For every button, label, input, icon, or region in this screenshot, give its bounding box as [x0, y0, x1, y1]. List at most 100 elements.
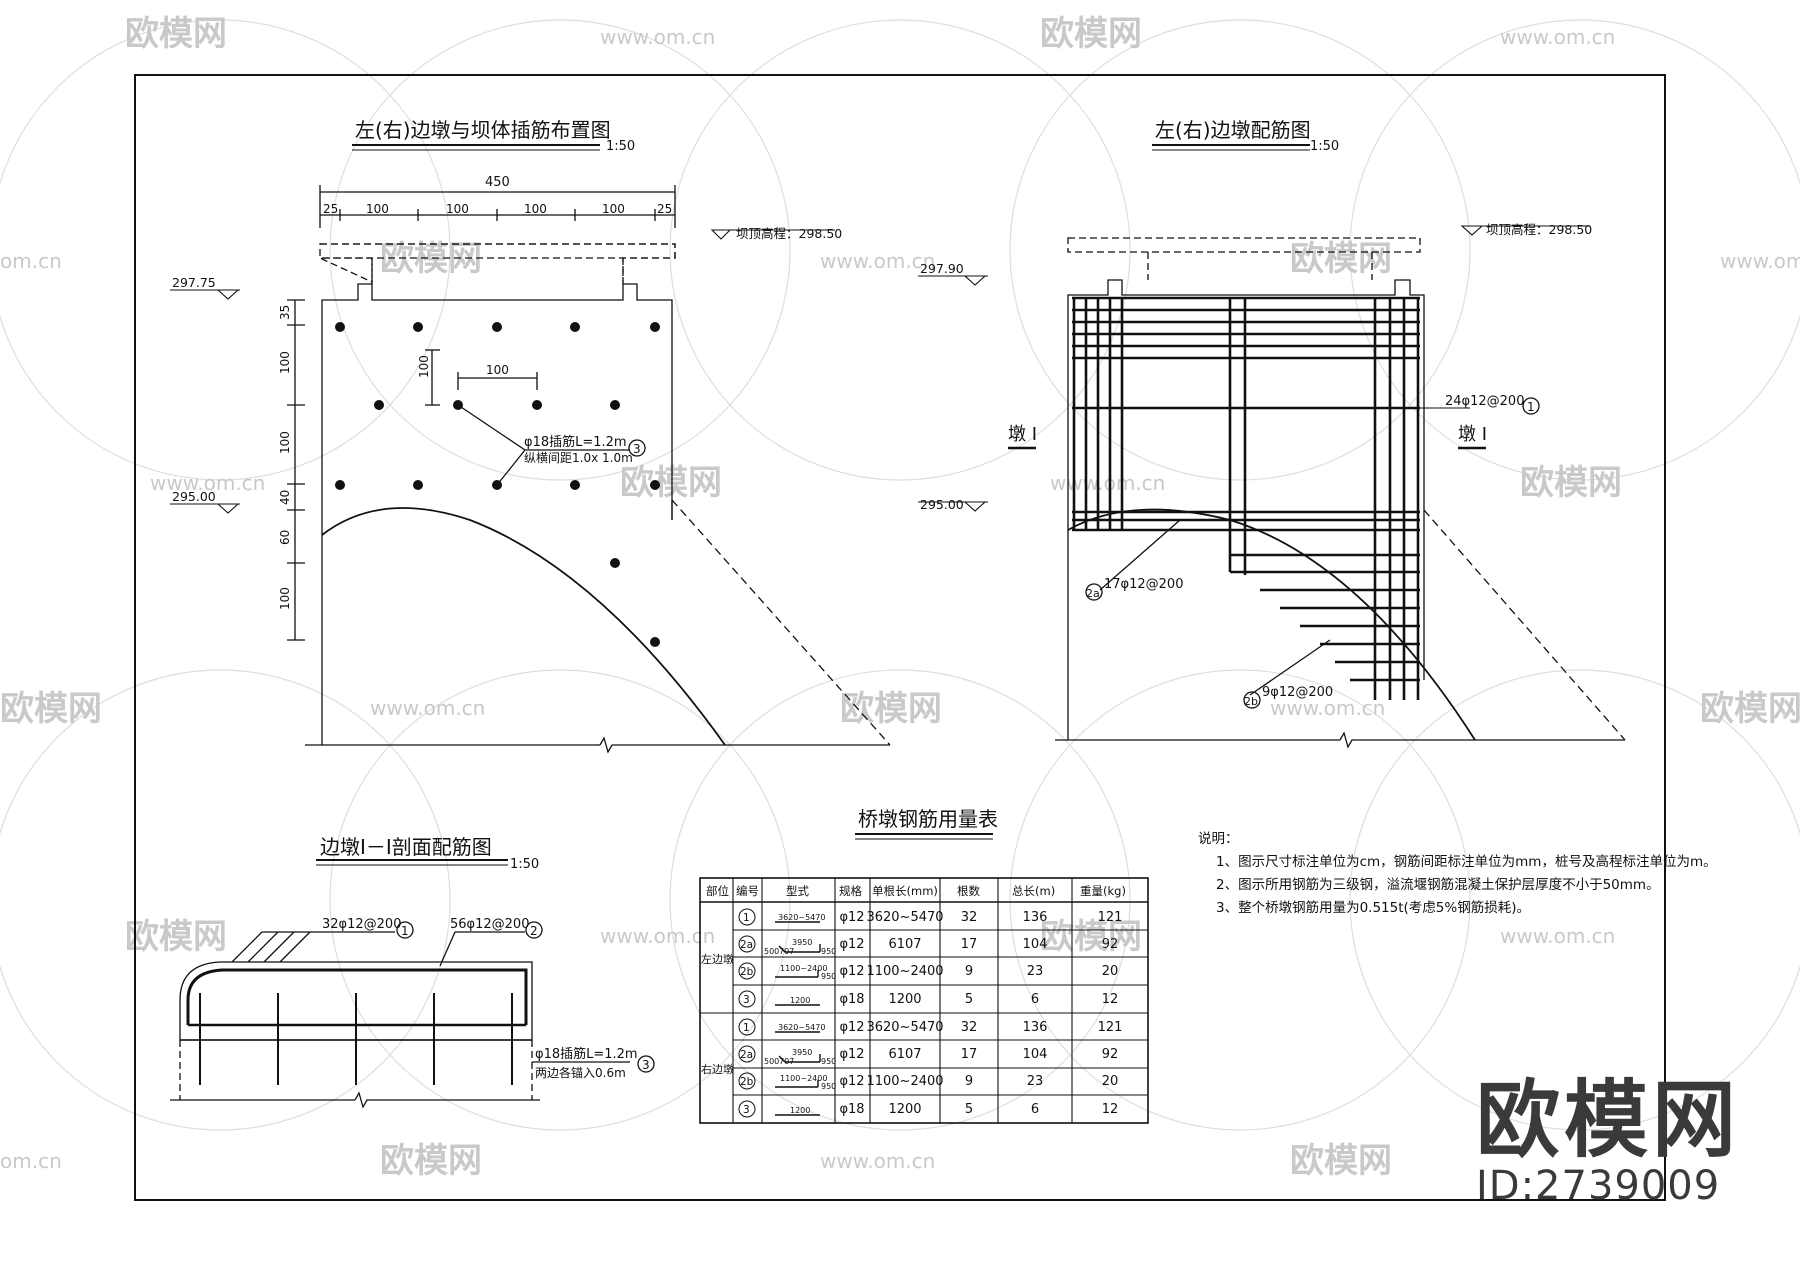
elevation-dam-top-1: 坝顶高程：298.50 — [736, 226, 842, 241]
design-notes: 说明： 1、图示尺寸标注单位为cm，钢筋间距标注单位为mm，桩号及高程标注单位为… — [1198, 828, 1717, 920]
fig3-rebar1: 32φ12@200 — [322, 917, 401, 932]
cell-spec-l1: φ12 — [839, 910, 864, 925]
watermark-texts: 欧模网 www.om.cn 欧模网 www.om.cn om.cn 欧模网 ww… — [0, 14, 1800, 1181]
cell-total-l3: 23 — [1027, 964, 1044, 979]
cell-spec-l3: φ12 — [839, 964, 864, 979]
elevation-297-90: 297.90 — [920, 261, 964, 276]
cell-total-r1: 136 — [1023, 1020, 1048, 1035]
fig2-rebar1-no: 1 — [1527, 400, 1535, 414]
fig1-dim-total: 450 — [485, 175, 510, 190]
fig1-dim-inner-v: 100 — [417, 355, 431, 378]
watermark-url: www.om.cn — [820, 1149, 935, 1173]
table-header-total: 总长(m) — [1012, 884, 1055, 898]
cell-weight-l2: 92 — [1102, 937, 1119, 952]
table-header-weight: 重量(kg) — [1080, 884, 1126, 898]
cell-len-l3: 1100~2400 — [866, 964, 943, 979]
cell-weight-l1: 121 — [1098, 910, 1123, 925]
cell-count-l1: 32 — [961, 910, 978, 925]
shape-side-c-r: 707 — [779, 1057, 794, 1066]
shape-side-c-l: 707 — [779, 947, 794, 956]
note-item-3: 3、整个桥墩钢筋用量为0.515t(考虑5%钢筋损耗)。 — [1216, 900, 1530, 916]
shape-side-b-l: 950 — [821, 947, 836, 956]
cell-len-r4: 1200 — [888, 1102, 921, 1117]
figure-1-dowel-layout: 左(右)边墩与坝体插筋布置图 1:50 450 25 100 100 100 1… — [278, 118, 891, 754]
fig1-dim-top-1: 100 — [366, 202, 389, 216]
fig3-title: 边墩Ⅰ－Ⅰ剖面配筋图 — [320, 835, 492, 859]
cell-weight-r4: 12 — [1102, 1102, 1119, 1117]
cell-spec-l2: φ12 — [839, 937, 864, 952]
fig1-dim-top-4: 100 — [602, 202, 625, 216]
cell-total-l1: 136 — [1023, 910, 1048, 925]
fig3-callout-line1: φ18插筋L=1.2m — [535, 1046, 638, 1062]
cell-count-r1: 32 — [961, 1020, 978, 1035]
brand-watermark: 欧模网 ID:2739009 — [1476, 1078, 1740, 1210]
cell-len-l4: 1200 — [888, 992, 921, 1007]
cell-weight-l3: 20 — [1102, 964, 1119, 979]
cell-count-l4: 5 — [965, 992, 973, 1007]
note-item-1: 1、图示尺寸标注单位为cm，钢筋间距标注单位为mm，桩号及高程标注单位为m。 — [1216, 854, 1717, 870]
shape-side-b-r2: 950 — [821, 1082, 836, 1091]
watermark-logo: 欧模网 — [125, 917, 227, 957]
fig2-rebar2a-no: 2a — [1086, 587, 1100, 600]
watermark-logo: 欧模网 — [1040, 917, 1142, 957]
cell-weight-l4: 12 — [1102, 992, 1119, 1007]
watermark-url: www.om.cn — [370, 696, 485, 720]
fig1-scale: 1:50 — [606, 139, 635, 154]
watermark-logo: 欧模网 — [380, 1141, 482, 1181]
watermark-logo: 欧模网 — [125, 14, 227, 54]
watermark-arcs — [0, 19, 1800, 1131]
table-group-right: 右边墩 — [701, 1062, 734, 1076]
figure-3-section-reinforcement: 边墩Ⅰ－Ⅰ剖面配筋图 1:50 32φ12@200 1 56φ12@200 2 … — [170, 835, 655, 1109]
cell-count-r2: 17 — [961, 1047, 978, 1062]
shape-side-a-r: 500 — [764, 1057, 779, 1066]
fig1-dim-side-4: 60 — [278, 530, 292, 545]
fig3-scale: 1:50 — [510, 857, 539, 872]
note-item-2: 2、图示所用钢筋为三级钢，溢流堰钢筋混凝土保护层厚度不小于50mm。 — [1216, 877, 1660, 893]
fig1-dim-side-3: 40 — [278, 490, 292, 505]
shape-side-b-l2: 950 — [821, 972, 836, 981]
cell-total-l2: 104 — [1023, 937, 1048, 952]
fig1-dim-inner-h: 100 — [486, 363, 509, 377]
watermark-logo: 欧模网 — [1040, 14, 1142, 54]
fig1-dim-top-2: 100 — [446, 202, 469, 216]
fig1-dim-top-3: 100 — [524, 202, 547, 216]
fig1-dim-top-5: 25 — [657, 202, 672, 216]
cell-spec-r2: φ12 — [839, 1047, 864, 1062]
cell-spec-r1: φ12 — [839, 1020, 864, 1035]
watermark-url: www.om.cn — [150, 471, 265, 495]
cell-spec-r3: φ12 — [839, 1074, 864, 1089]
table-header-no: 编号 — [736, 884, 759, 898]
fig2-section-right: 墩 I — [1458, 424, 1487, 445]
watermark-url: www.om.cn — [1050, 471, 1165, 495]
watermark-logo: 欧模网 — [0, 689, 102, 729]
watermark-url: om.cn — [0, 249, 62, 273]
notes-heading: 说明： — [1198, 831, 1239, 847]
shape-side-b-r: 950 — [821, 1057, 836, 1066]
brand-name: 欧模网 — [1475, 1071, 1740, 1169]
cell-total-l4: 6 — [1031, 992, 1039, 1007]
cell-count-r3: 9 — [965, 1074, 973, 1089]
fig1-callout-no: 3 — [633, 442, 641, 456]
fig2-rebar2b-no: 2b — [1244, 695, 1258, 708]
shape-label-l4: 1200 — [790, 996, 810, 1005]
shape-label-r2: 3950 — [792, 1048, 812, 1057]
fig2-elevations: 坝顶高程：298.50 297.90 295.00 — [918, 222, 1592, 512]
cell-count-r4: 5 — [965, 1102, 973, 1117]
fig2-scale: 1:50 — [1310, 139, 1339, 154]
watermark-logo: 欧模网 — [1290, 1141, 1392, 1181]
row-no-r2: 2a — [740, 1049, 753, 1061]
watermark-url: www.om.cn — [820, 249, 935, 273]
fig2-rebar2a: 17φ12@200 — [1104, 577, 1183, 592]
cell-len-r1: 3620~5470 — [866, 1020, 943, 1035]
figure-2-pier-reinforcement: 左(右)边墩配筋图 1:50 — [1008, 118, 1626, 749]
watermark-url: om.cn — [0, 1149, 62, 1173]
cell-total-r4: 6 — [1031, 1102, 1039, 1117]
cell-count-l2: 17 — [961, 937, 978, 952]
table-group-left: 左边墩 — [701, 952, 734, 966]
shape-label-r3: 1100~2400 — [780, 1074, 827, 1083]
row-no-l4: 3 — [743, 994, 750, 1006]
table-header-spec: 规格 — [839, 884, 862, 898]
cell-weight-r2: 92 — [1102, 1047, 1119, 1062]
fig3-rebar2: 56φ12@200 — [450, 917, 529, 932]
